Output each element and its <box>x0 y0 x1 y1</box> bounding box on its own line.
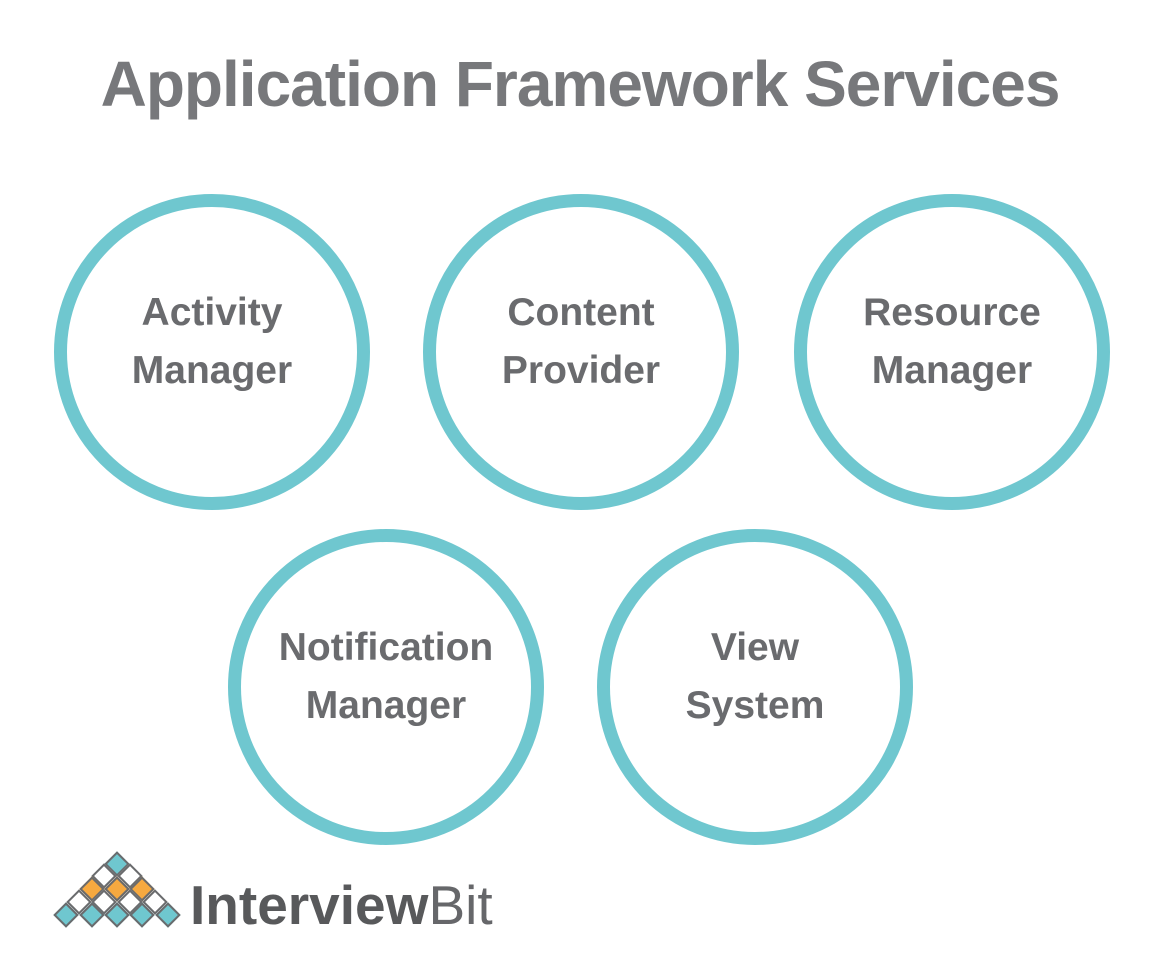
node-activity-manager: Activity Manager <box>54 194 370 510</box>
node-label: View System <box>686 619 825 735</box>
node-label: Notification Manager <box>279 619 493 735</box>
node-label-line2: Manager <box>871 349 1033 392</box>
node-label: Content Provider <box>502 284 660 400</box>
node-label-line1: View <box>710 626 800 669</box>
node-label-line1: Resource <box>863 291 1041 334</box>
interviewbit-wordmark-bold: Interview <box>190 874 429 936</box>
node-label-line1: Content <box>507 291 655 334</box>
node-label-line2: System <box>685 684 825 727</box>
node-notification-manager: Notification Manager <box>228 529 544 845</box>
node-view-system: View System <box>597 529 913 845</box>
node-label-line2: Manager <box>131 349 293 392</box>
node-label-line1: Activity <box>141 291 283 334</box>
node-content-provider: Content Provider <box>423 194 739 510</box>
node-label-line2: Provider <box>501 349 661 392</box>
interviewbit-wordmark: InterviewBit <box>190 878 493 933</box>
node-label: Activity Manager <box>132 284 292 400</box>
node-label-line1: Notification <box>278 626 494 669</box>
page-title: Application Framework Services <box>100 48 1061 120</box>
interviewbit-wordmark-light: Bit <box>428 874 493 936</box>
interviewbit-logo: InterviewBit <box>0 840 560 970</box>
node-label-line2: Manager <box>305 684 467 727</box>
node-resource-manager: Resource Manager <box>794 194 1110 510</box>
interviewbit-pyramid-icon <box>53 850 181 931</box>
node-label: Resource Manager <box>863 284 1041 400</box>
